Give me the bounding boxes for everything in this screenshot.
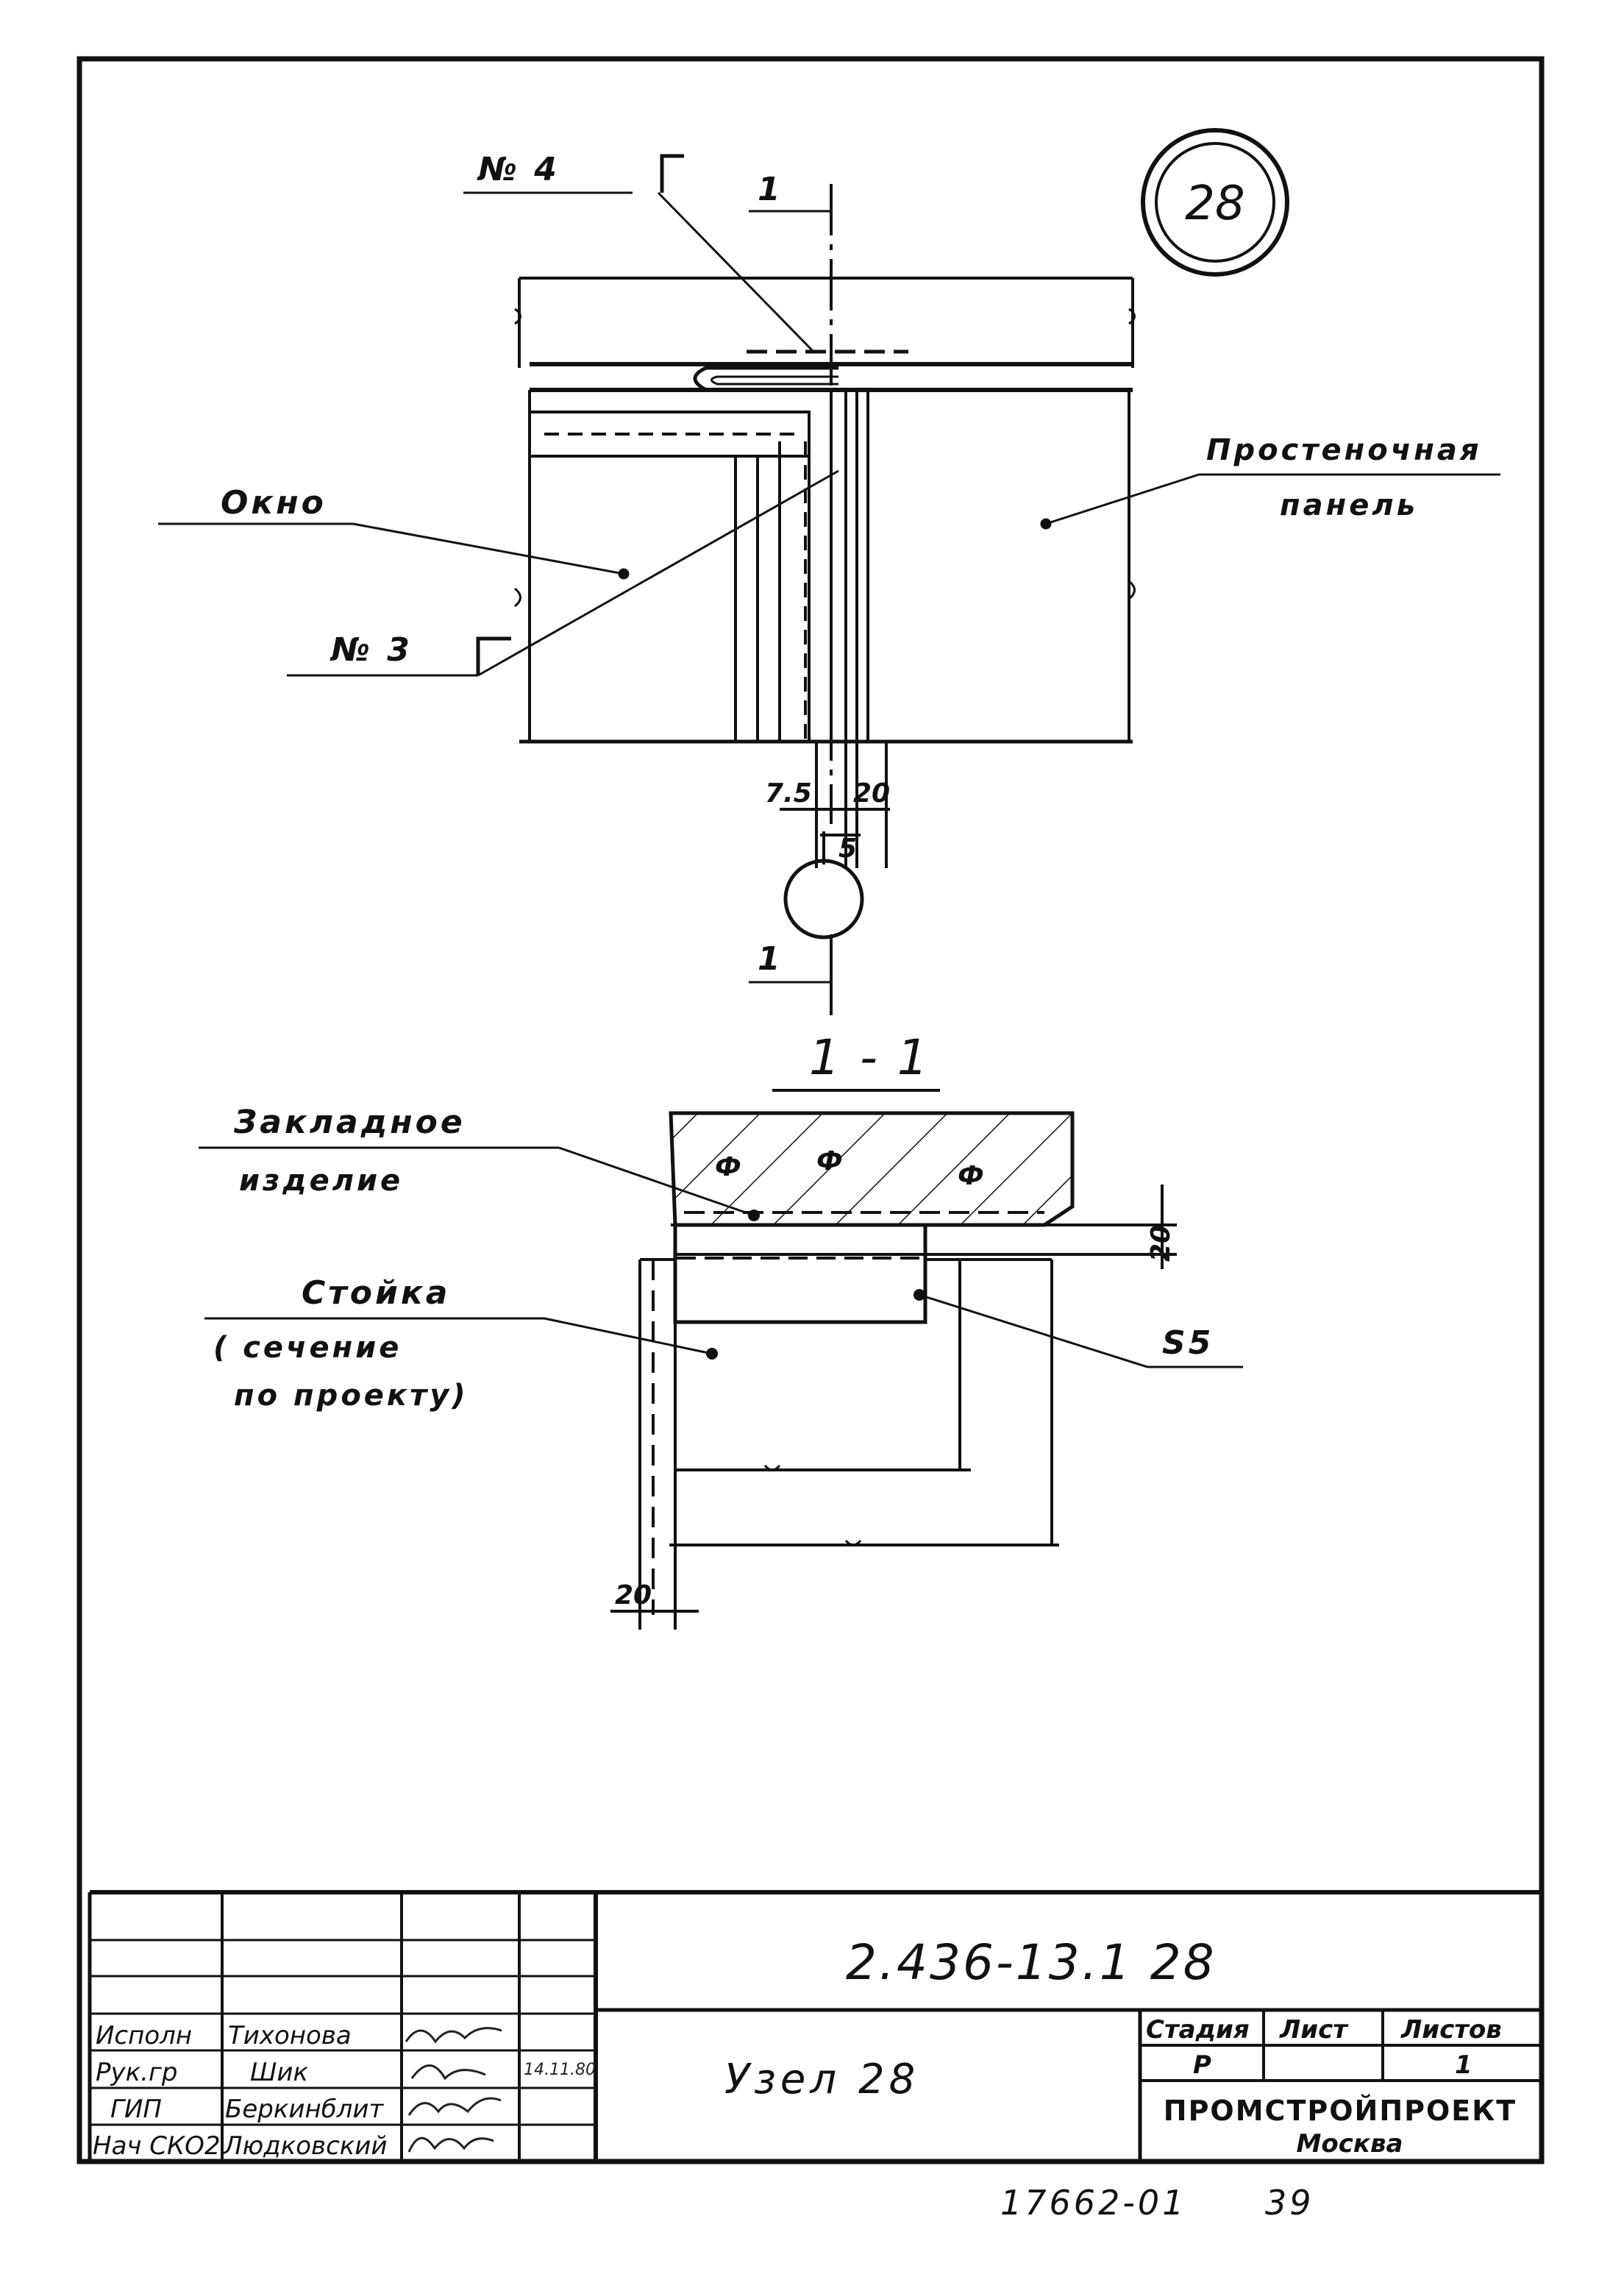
dim-5-plan: 5 bbox=[838, 834, 857, 864]
label-embed-line2: изделие bbox=[239, 1164, 403, 1198]
section-mark-top: 1 bbox=[758, 171, 783, 208]
drawing-title: Узел 28 bbox=[724, 2056, 919, 2103]
plan-view bbox=[514, 184, 1136, 1015]
signature-row-1: Исполн Тихонова bbox=[96, 2021, 502, 2050]
label-post-line2: ( сечение bbox=[213, 1331, 402, 1365]
dim-20-plan: 20 bbox=[853, 778, 890, 809]
signature-row-4: Нач СКО2 Людковский bbox=[93, 2131, 494, 2161]
node-callout: 28 bbox=[1141, 128, 1289, 277]
sheets-value: 1 bbox=[1455, 2050, 1472, 2080]
label-s5: S5 bbox=[1162, 1324, 1214, 1362]
person-name: Тихонова bbox=[228, 2021, 352, 2050]
sheet-header: Лист bbox=[1279, 2015, 1349, 2045]
title-block bbox=[88, 1890, 1542, 2162]
person-name: Людковский bbox=[222, 2131, 388, 2161]
sign-date: 14.11.80 bbox=[524, 2061, 596, 2079]
doc-code: 2.436-13.1 28 bbox=[846, 1934, 1217, 1991]
person-name: Беркинблит bbox=[225, 2095, 384, 2124]
signature-mark bbox=[405, 2027, 502, 2044]
person-name: Шик bbox=[250, 2058, 308, 2087]
stage-value: Р bbox=[1193, 2050, 1211, 2080]
signature-row-2: Рук.гр Шик 14.11.80 bbox=[96, 2058, 596, 2087]
org-city: Москва bbox=[1297, 2129, 1403, 2159]
label-window: Окно bbox=[221, 484, 327, 522]
hatch-mark-2: Ф bbox=[816, 1146, 843, 1176]
sheet-frame bbox=[76, 56, 1545, 2164]
inventory-number: 17662-01 bbox=[1000, 2183, 1186, 2223]
label-panel-line1: Простеночная bbox=[1206, 433, 1482, 467]
dim-20-bottom: 20 bbox=[615, 1580, 652, 1610]
stage-header: Стадия bbox=[1146, 2015, 1250, 2045]
page-number: 39 bbox=[1265, 2183, 1314, 2223]
dim-7-5: 7.5 bbox=[765, 778, 812, 809]
plan-leaders bbox=[158, 154, 1500, 984]
label-no4: № 4 bbox=[477, 151, 560, 188]
hatch-mark-3: Ф bbox=[958, 1161, 984, 1191]
signature-mark bbox=[407, 2097, 502, 2116]
label-no3: № 3 bbox=[330, 631, 413, 669]
signature-row-3: ГИП Беркинблит bbox=[110, 2095, 502, 2124]
hatch-mark-1: Ф bbox=[715, 1152, 741, 1182]
signature-mark bbox=[410, 2064, 486, 2081]
role-label: ГИП bbox=[110, 2095, 162, 2124]
label-post-line1: Стойка bbox=[302, 1274, 450, 1312]
role-label: Нач СКО2 bbox=[93, 2131, 221, 2161]
node-callout-number: 28 bbox=[1185, 177, 1244, 231]
role-label: Рук.гр bbox=[96, 2058, 177, 2087]
section-title: 1 - 1 bbox=[809, 1029, 930, 1086]
section-mark-bottom: 1 bbox=[758, 940, 783, 978]
signature-mark bbox=[407, 2137, 494, 2153]
org-name: ПРОМСТРОЙПРОЕКТ bbox=[1164, 2095, 1517, 2127]
label-post-line3: по проекту) bbox=[234, 1379, 469, 1413]
sheets-header: Листов bbox=[1400, 2015, 1502, 2045]
label-panel-line2: панель bbox=[1280, 489, 1418, 522]
section-view bbox=[199, 1111, 1243, 1630]
dim-20-right: 20 bbox=[1146, 1225, 1176, 1262]
label-embed-line1: Закладное bbox=[233, 1104, 466, 1141]
role-label: Исполн bbox=[96, 2021, 192, 2050]
